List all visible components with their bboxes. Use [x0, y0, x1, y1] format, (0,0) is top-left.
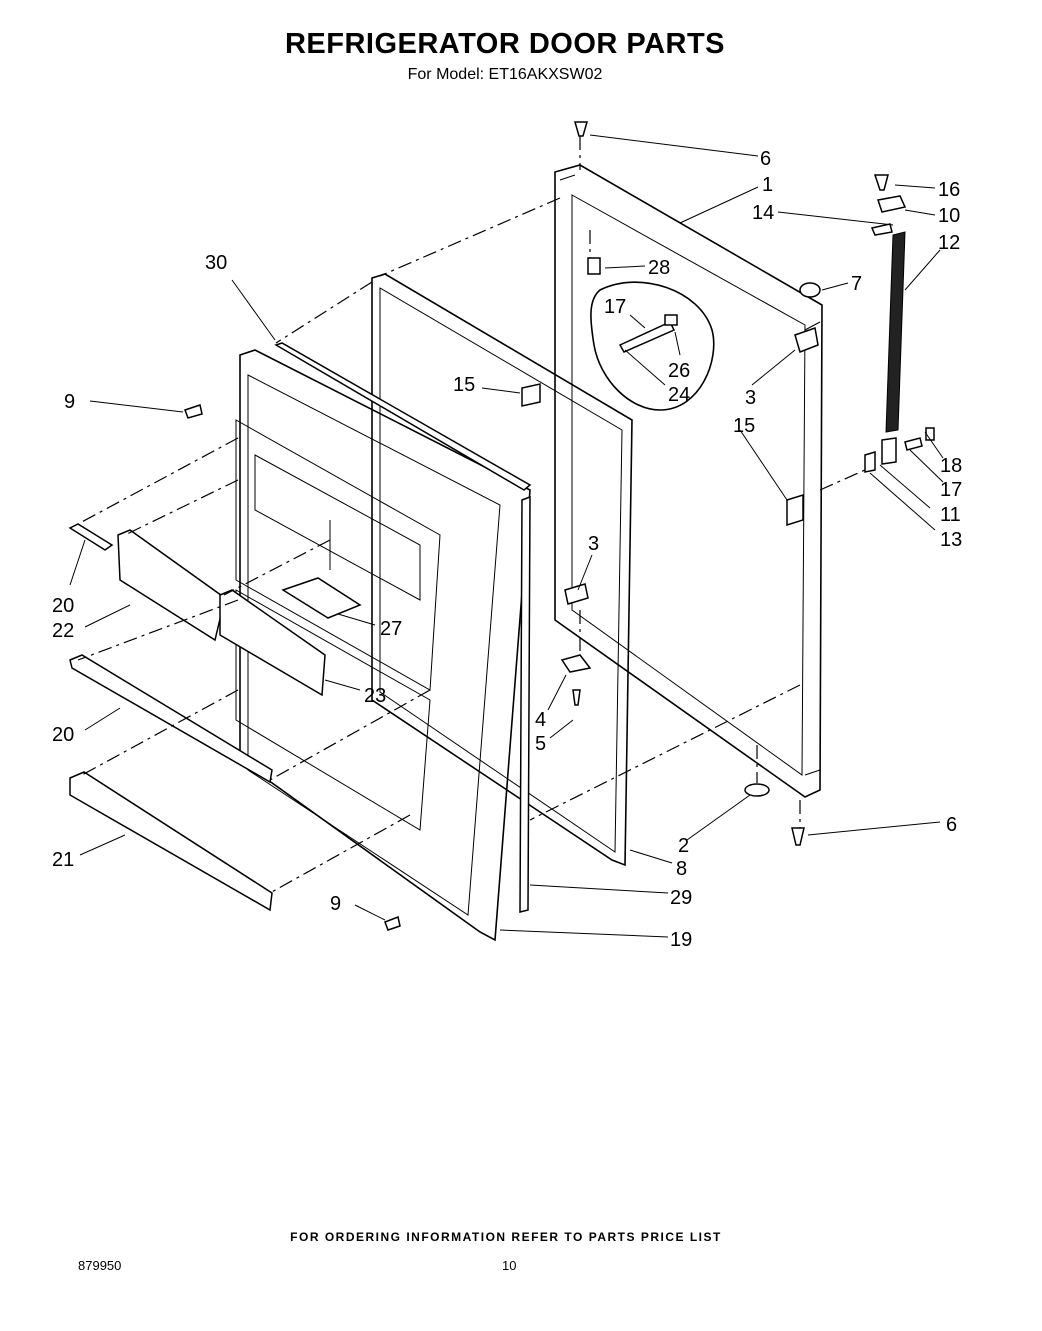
door-handle: [885, 231, 906, 433]
callout-5: 5: [535, 733, 546, 755]
callout-7: 7: [851, 273, 862, 295]
model-subtitle: For Model: ET16AKXSW02: [407, 66, 603, 83]
callout-11: 11: [940, 504, 961, 526]
door-gasket: [371, 273, 633, 867]
callout-19: 19: [670, 929, 692, 951]
shelf-retainer-bar-lower: [69, 654, 273, 784]
page-number: 10: [502, 1258, 517, 1273]
alignment-lines: [77, 136, 866, 894]
callout-9-top: 9: [64, 391, 75, 413]
callout-8: 8: [676, 858, 687, 880]
callout-6-top: 6: [760, 148, 771, 170]
callout-24: 24: [668, 384, 690, 406]
callout-20-top: 20: [52, 595, 74, 617]
callout-1: 1: [762, 174, 773, 196]
shelf-retainer-bar-upper: [68, 523, 114, 551]
callout-2: 2: [678, 835, 689, 857]
top-hinge-plug: [794, 282, 821, 353]
callout-12: 12: [938, 232, 960, 254]
callout-15-liner: 15: [453, 374, 475, 396]
document-number: 879950: [78, 1258, 122, 1273]
detail-inset: [590, 281, 715, 411]
callout-28: 28: [648, 257, 670, 279]
callout-20-bottom: 20: [52, 724, 74, 746]
leader-lines: [69, 134, 944, 938]
door-shelf-21: [69, 771, 273, 912]
callout-3-bottom: 3: [588, 533, 599, 555]
callout-26: 26: [668, 360, 690, 382]
door-shelf-23: [219, 589, 326, 697]
callout-13: 13: [940, 529, 962, 551]
callout-16: 16: [938, 179, 960, 201]
page-title: REFRIGERATOR DOOR PARTS: [284, 28, 726, 60]
callout-3-top: 3: [745, 387, 756, 409]
callout-15-door: 15: [733, 415, 755, 437]
butter-door-27: [281, 577, 362, 619]
bottom-hinge-block: [786, 493, 804, 527]
callout-4: 4: [535, 709, 546, 731]
callout-17: 17: [940, 479, 962, 501]
callout-14: 14: [752, 202, 774, 224]
callout-labels: 6 1 16 14 10 12 30 28 7 17 26 15 24 3 9 …: [52, 148, 962, 951]
callout-30: 30: [205, 252, 227, 274]
breaker-strip-vertical: [519, 495, 531, 913]
callout-22: 22: [52, 620, 74, 642]
breaker-strip-top: [274, 342, 532, 491]
hardware-parts: [184, 121, 935, 931]
door-shelf-22: [117, 529, 226, 642]
callout-21: 21: [52, 849, 74, 871]
ordering-note: FOR ORDERING INFORMATION REFER TO PARTS …: [290, 1230, 722, 1244]
callout-6-bottom: 6: [946, 814, 957, 836]
callout-23: 23: [364, 685, 386, 707]
callout-29: 29: [670, 887, 692, 909]
callout-18: 18: [940, 455, 962, 477]
callout-10: 10: [938, 205, 960, 227]
callout-27: 27: [380, 618, 402, 640]
callout-9-bottom: 9: [330, 893, 341, 915]
callout-17-inset: 17: [604, 296, 626, 318]
